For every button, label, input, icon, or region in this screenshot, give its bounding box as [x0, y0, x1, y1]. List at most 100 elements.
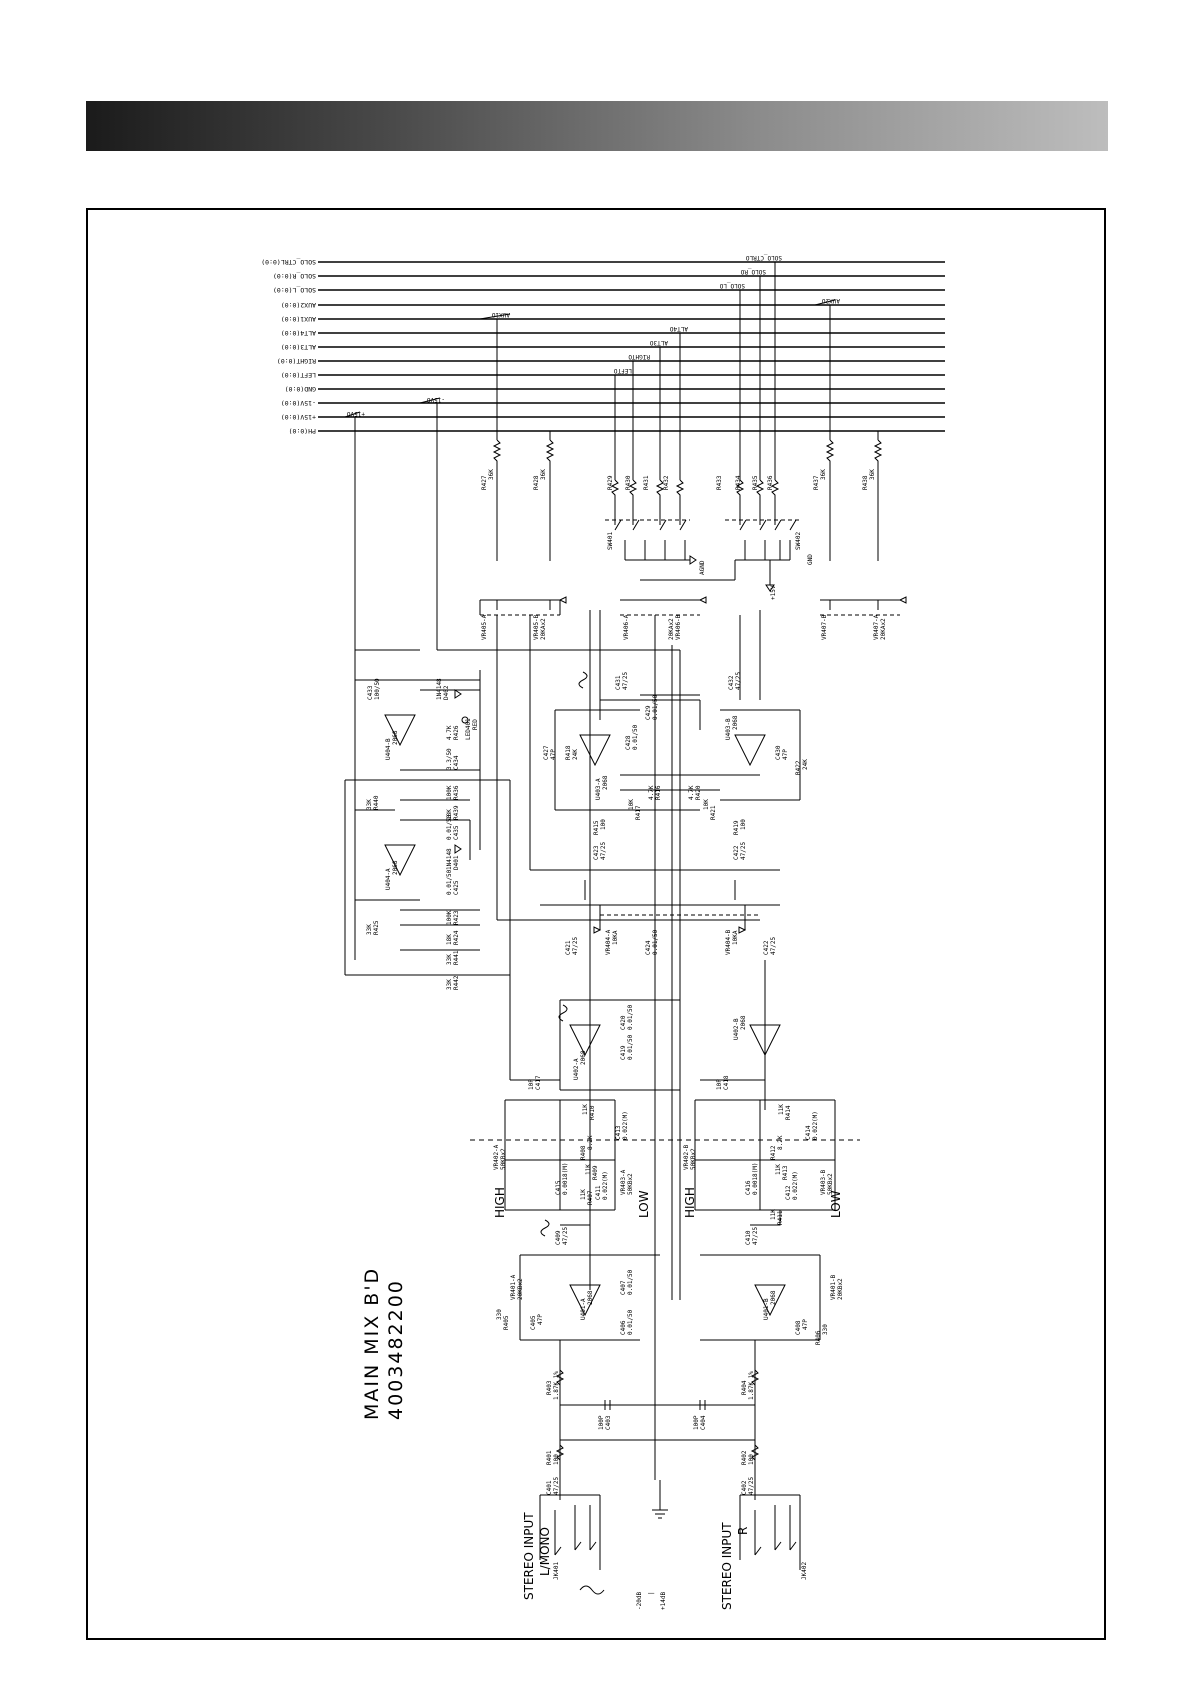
eq-block [470, 1099, 860, 1226]
label-r425: R425 [373, 920, 380, 935]
label-c426-value: 47/25 [740, 842, 747, 860]
label-c420: C420 [620, 1015, 627, 1030]
label-vr401b-value: 20KBx2 [837, 1278, 844, 1300]
label-d402-value: 1N4148 [436, 678, 443, 700]
label-r412-value: 8.2K [777, 1135, 784, 1150]
bus-label: ALT4(0:0) [281, 329, 316, 337]
label-c419-value: 0.01/50 [627, 1034, 634, 1060]
label-r424: R424 [453, 930, 460, 945]
label-c419: C419 [620, 1045, 627, 1060]
label-c404: C404 [700, 1415, 707, 1430]
label-vr405b: VR405-B [533, 614, 540, 640]
label-c432-value: 47/25 [735, 672, 742, 690]
bus-label: RIGHT(0:0) [277, 357, 316, 365]
label-r415: R415 [593, 820, 600, 835]
label-c422-value: 47/25 [770, 937, 777, 955]
gain-bot-label: +14dB [660, 1592, 667, 1610]
net-label-pos15: +15VO [347, 410, 365, 417]
label-d401-value: 1N4148 [446, 848, 453, 870]
u402-block [510, 960, 781, 1110]
label-vr403b-value: 50KBx2 [827, 1173, 834, 1195]
label-r421: R421 [710, 805, 717, 820]
label-r436b: R436 [453, 785, 460, 800]
label-u402b: U402-B [733, 1018, 740, 1040]
label-c410: C410 [745, 1230, 752, 1245]
label-c434-value: 3.3/50 [446, 748, 453, 770]
label-c409: C409 [555, 1230, 562, 1245]
label-c411-value: 0.022(M) [602, 1171, 609, 1200]
net-label-alt3: ALT3O [650, 339, 668, 346]
label-r437-value: 36K [820, 469, 827, 480]
bus-lines [318, 261, 945, 432]
label-c408-value: 47P [802, 1319, 809, 1330]
label-r419-value: 100 [740, 819, 747, 830]
label-r412: R412 [770, 1145, 777, 1160]
label-r416-value: 4.7K [648, 785, 655, 800]
label-r422: R422 [795, 760, 802, 775]
label-c407: C407 [620, 1280, 627, 1295]
label-r409-value: 11K [585, 1164, 592, 1175]
label-c418-value: 10P [716, 1079, 723, 1090]
bus-label: ALT3(0:0) [281, 343, 316, 351]
label-r425-value: 33K [366, 924, 373, 935]
label-r436: R436 [767, 475, 774, 490]
input-right-sub: R [736, 1527, 750, 1535]
label-c423: C423 [593, 845, 600, 860]
u404-block [355, 670, 481, 951]
title-labels: MAIN MIX B'D 4003482200 HIGH LOW HIGH LO… [361, 1187, 843, 1610]
label-c429-value: 0.01/50 [652, 694, 659, 720]
label-c407-value: 0.01/50 [627, 1269, 634, 1295]
label-r440: R440 [373, 795, 380, 810]
label-r442: R442 [453, 975, 460, 990]
board-part-number: 4003482200 [385, 1279, 407, 1420]
label-c413-value: 0.022(M) [622, 1111, 629, 1140]
label-r442-value: 33K [446, 979, 453, 990]
label-c408: C408 [795, 1320, 802, 1335]
label-r434: R434 [735, 475, 742, 490]
label-c406: C406 [620, 1320, 627, 1335]
label-vr404b: VR404-B [725, 929, 732, 955]
label-c406-value: 0.01/50 [627, 1309, 634, 1335]
label-r437: R437 [813, 475, 820, 490]
label-r401-value: 100 [553, 1454, 560, 1465]
label-r436b-value: 100K [446, 785, 453, 800]
vr404-block [540, 880, 780, 934]
label-u404a-value: 2068 [392, 860, 399, 875]
gain-mid-label: | [648, 1591, 655, 1595]
label-c421-value: 47/25 [572, 937, 579, 955]
label-c404-value: 100P [693, 1415, 700, 1430]
label-vr405-value: 20KAx2 [540, 618, 547, 640]
label-c426: C422 [733, 845, 740, 860]
label-c425: C425 [453, 880, 460, 895]
label-c416-value: 0.0018(M) [752, 1162, 759, 1195]
label-u404b: U404-B [385, 738, 392, 760]
bus-label: +15V(0:0) [281, 413, 316, 421]
level-pots [479, 596, 907, 616]
label-c416: C416 [745, 1180, 752, 1195]
label-c401: C401 [546, 1480, 553, 1495]
label-c430-value: 47P [782, 749, 789, 760]
label-c430: C430 [775, 745, 782, 760]
label-c423-value: 47/25 [600, 842, 607, 860]
label-vr406a: VR406-A [623, 614, 630, 640]
label-c431: C431 [615, 675, 622, 690]
label-c412-value: 0.022(M) [792, 1171, 799, 1200]
label-r406-value: 330 [822, 1324, 829, 1335]
label-r424-value: 18K [446, 934, 453, 945]
label-r417: R417 [635, 805, 642, 820]
label-vr404a-value: 10KA [612, 930, 619, 945]
label-c417-value: 10P [528, 1079, 535, 1090]
label-vr403a: VR403-A [620, 1169, 627, 1195]
label-r417-value: 10K [628, 799, 635, 810]
input-jacks [539, 671, 801, 1595]
label-r403-value: 1.87K 1% [553, 1371, 560, 1400]
label-c417: C417 [535, 1075, 542, 1090]
label-c424-value: 0.01/50 [652, 929, 659, 955]
label-vr401a-value: 20KBx2 [517, 1278, 524, 1300]
label-r430: R430 [625, 475, 632, 490]
label-r438: R438 [862, 475, 869, 490]
label-u401a-value: 2068 [587, 1290, 594, 1305]
label-r427-value: 36K [488, 469, 495, 480]
label-led401-value: RED [472, 719, 479, 730]
label-u401b: U401-B [763, 1298, 770, 1320]
